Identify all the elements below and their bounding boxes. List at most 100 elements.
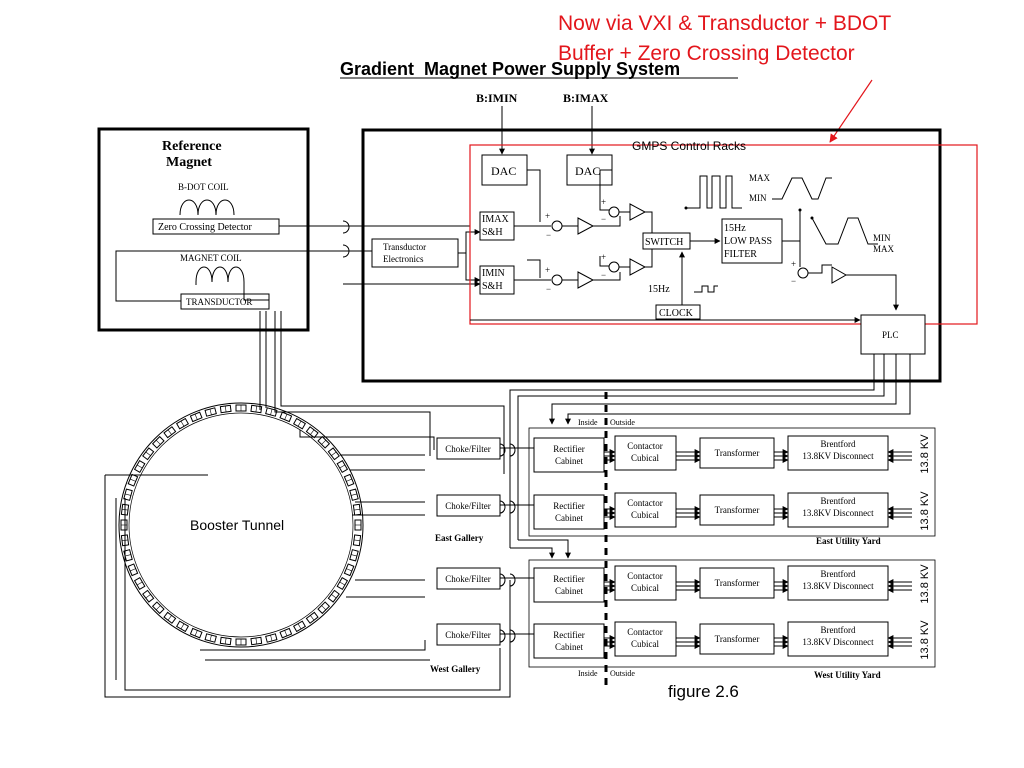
magnet-segment <box>250 404 263 414</box>
low-pass-filter-label-3: FILTER <box>724 249 757 260</box>
summing-junction-bottom-2 <box>608 261 620 273</box>
magnet-segment <box>120 519 128 531</box>
max-label-top: MAX <box>749 173 771 183</box>
rectifier-cabinet-label-1-west-2: Rectifier <box>553 630 584 640</box>
diagram-title: Gradient Magnet Power Supply System <box>340 59 680 79</box>
reference-magnet-box <box>97 127 310 332</box>
kv-label-east-1: 13.8 KV <box>919 434 931 474</box>
svg-text:−: − <box>791 276 796 286</box>
magnet-segment <box>204 633 217 643</box>
contactor-cubical-label-2-west-2: Cubical <box>631 639 659 649</box>
magnet-coil-icon <box>195 266 245 283</box>
brentford-disconnect-label-2-east-1: 13.8KV Disconnect <box>802 451 874 461</box>
rectifier-cabinet-label-2-east-1: Cabinet <box>555 456 583 466</box>
magnet-segment <box>305 611 319 624</box>
contactor-cubical-label-2-east-2: Cubical <box>631 510 659 520</box>
contactor-cubical-label-1-west-1: Contactor <box>627 571 663 581</box>
dac-imin-box <box>481 154 528 186</box>
magnet-segment <box>336 459 349 474</box>
magnet-segment <box>133 576 146 591</box>
magnet-segment <box>327 589 340 603</box>
magnet-segment <box>189 627 203 639</box>
low-pass-filter-label-1: 15Hz <box>724 223 746 234</box>
imax-sample-hold-label-1: IMAX <box>482 214 509 225</box>
transductor-label: TRANSDUCTOR <box>186 297 252 307</box>
transducer-electronics-box <box>371 238 459 268</box>
kv-label-west-2: 13.8 KV <box>919 620 931 660</box>
transformer-box-west-2 <box>699 623 775 655</box>
contactor-cubical-label-1-east-1: Contactor <box>627 441 663 451</box>
magnet-segment <box>133 459 146 474</box>
magnet-segment <box>349 549 359 562</box>
magnet-segment <box>336 576 349 591</box>
magnet-segment <box>343 473 355 487</box>
amplifier-output <box>831 266 848 284</box>
brentford-disconnect-box-west-2 <box>787 621 889 657</box>
contactor-cubical-box-west-1 <box>614 565 677 601</box>
brentford-disconnect-label-2-west-1: 13.8KV Disconnect <box>802 581 874 591</box>
magnet-segment <box>219 404 232 414</box>
magnet-segment <box>317 601 331 615</box>
west-utility-yard-label: West Utility Yard <box>814 670 881 680</box>
transformer-label-west-1: Transformer <box>715 578 760 588</box>
choke-filter-label-east-1: Choke/Filter <box>445 444 491 454</box>
inside-label-bottom: Inside <box>578 669 598 678</box>
magnet-segment <box>151 435 165 449</box>
magnet-segment <box>305 426 319 439</box>
transformer-label-east-1: Transformer <box>715 448 760 458</box>
plc-label: PLC <box>882 330 899 340</box>
magnet-segment <box>327 447 340 461</box>
brentford-disconnect-box-west-1 <box>787 565 889 601</box>
svg-text:−: − <box>601 270 606 280</box>
magnet-segment <box>163 426 177 439</box>
magnet-segment <box>317 435 331 449</box>
amplifier-top-2 <box>629 203 647 221</box>
magnet-segment <box>127 473 139 487</box>
choke-filter-label-east-2: Choke/Filter <box>445 501 491 511</box>
magnet-segment <box>265 633 278 643</box>
rectifier-cabinet-label-1-east-2: Rectifier <box>553 501 584 511</box>
magnet-segment <box>292 620 307 633</box>
magnet-segment <box>354 519 362 531</box>
east-gallery-frame <box>528 427 936 537</box>
brentford-disconnect-label-1-east-1: Brentford <box>821 439 856 449</box>
east-gallery-label: East Gallery <box>435 533 484 543</box>
imin-sample-hold-label-2: S&H <box>482 281 503 292</box>
magnet-segment <box>292 417 307 430</box>
magnet-segment <box>123 488 133 501</box>
figure-caption: figure 2.6 <box>668 682 739 701</box>
outside-label-bottom: Outside <box>610 669 635 678</box>
summing-junction-top-2 <box>608 206 620 218</box>
booster-magnets <box>120 404 362 646</box>
contactor-cubical-label-1-west-2: Contactor <box>627 627 663 637</box>
imax-sample-hold-box <box>479 211 515 241</box>
square-waveform-icon <box>686 175 742 209</box>
imin-sample-hold-box <box>479 265 515 295</box>
trapezoid-waveform-icon <box>772 177 832 200</box>
magnet-segment <box>235 638 247 646</box>
transformer-label-east-2: Transformer <box>715 505 760 515</box>
booster-tunnel-label: Booster Tunnel <box>190 517 284 533</box>
filtered-waveform-icon <box>811 217 878 245</box>
low-pass-filter-label-2: LOW PASS <box>724 236 772 247</box>
magnet-segment <box>163 611 177 624</box>
rectifier-cabinet-label-2-west-2: Cabinet <box>555 642 583 652</box>
transducer-electronics-label-1: Transductor <box>383 242 426 252</box>
magnet-segment <box>142 447 155 461</box>
annotation-line-1: Now via VXI & Transductor + BDOT <box>558 12 891 35</box>
brentford-disconnect-label-2-west-2: 13.8KV Disconnect <box>802 637 874 647</box>
magnet-segment <box>235 404 247 412</box>
transformer-box-east-2 <box>699 494 775 526</box>
contactor-cubical-box-east-1 <box>614 435 677 471</box>
magnet-segment <box>343 563 355 577</box>
max-label-right: MAX <box>873 244 895 254</box>
outside-label-top: Outside <box>610 418 635 427</box>
amplifier-bottom-1 <box>577 271 595 289</box>
contactor-cubical-box-east-2 <box>614 492 677 528</box>
clock-frequency-label: 15Hz <box>648 284 670 295</box>
zero-crossing-detector-label: Zero Crossing Detector <box>158 222 253 233</box>
control-enclosure <box>361 128 942 383</box>
magnet-segment <box>204 407 217 417</box>
rectifier-cabinet-label-2-west-1: Cabinet <box>555 586 583 596</box>
